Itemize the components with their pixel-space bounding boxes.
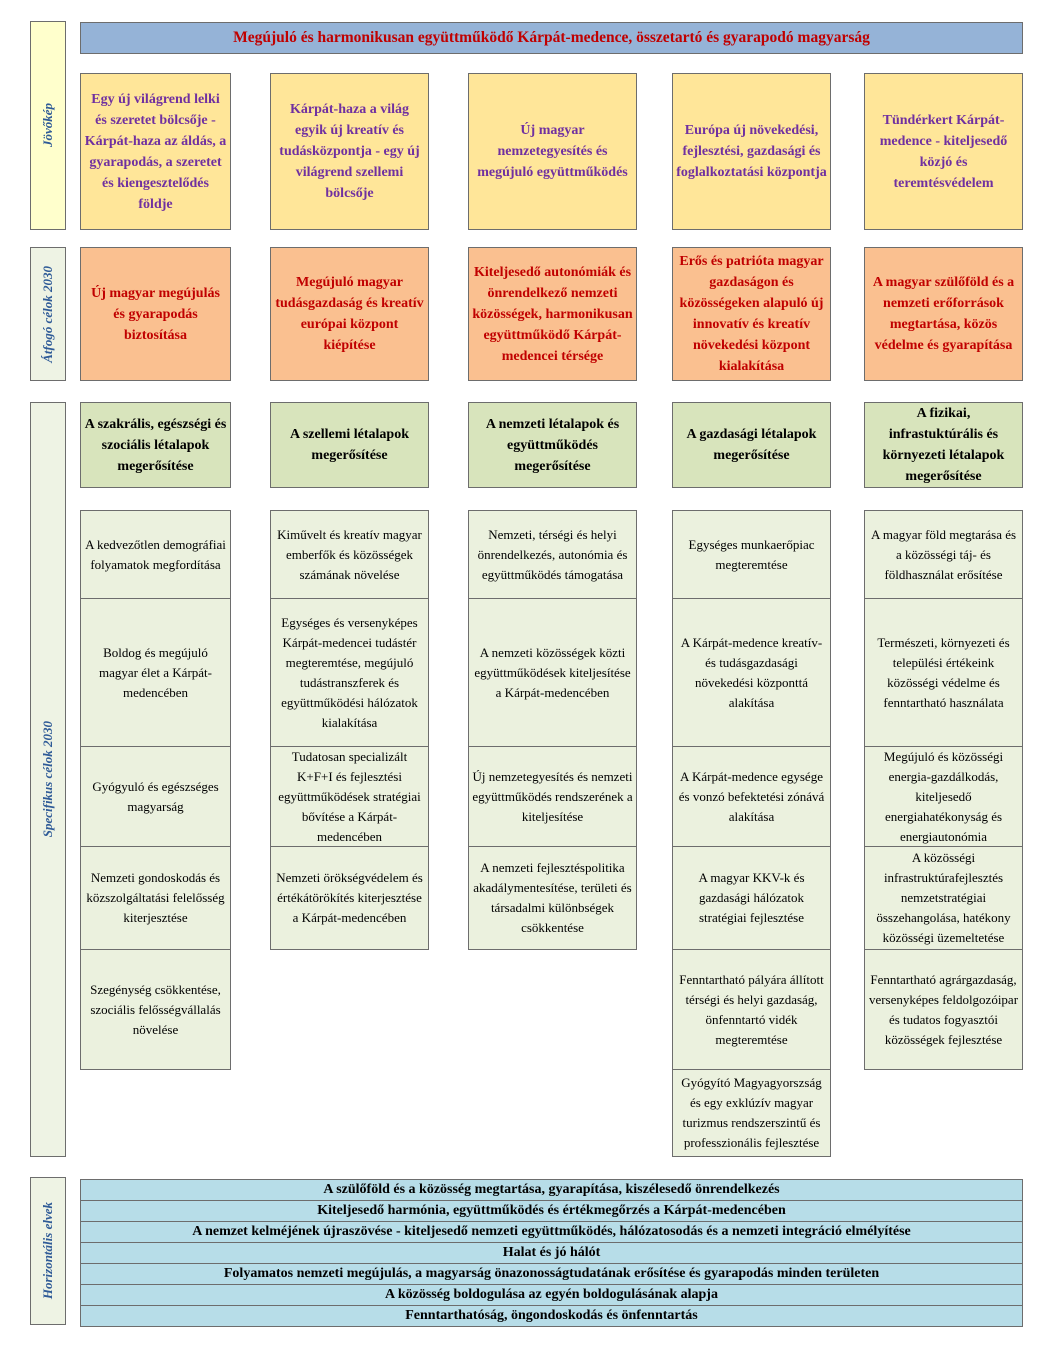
horizontal-principle-5: Folyamatos nemzeti megújulás, a magyarsá… <box>80 1263 1023 1285</box>
horizontal-principle-1: A szülőföld és a közösség megtartása, gy… <box>80 1179 1023 1201</box>
vision-box-4: Európa új növekedési, fejlesztési, gazda… <box>672 73 831 230</box>
pillar-box-5: A fizikai, infrastuktúrális és környezet… <box>864 402 1023 488</box>
overarching-goals-row-label: Átfogó célok 2030 <box>30 247 66 381</box>
horizontal-principle-4: Halat és jó hálót <box>80 1242 1023 1264</box>
horizontal-principle-2: Kiteljesedő harmónia, együttműködés és é… <box>80 1200 1023 1222</box>
specific-goal-2-1: Kiművelt és kreatív magyar emberfők és k… <box>270 510 429 599</box>
specific-goal-1-1: A kedvezőtlen demográfiai folyamatok meg… <box>80 510 231 599</box>
specific-goal-3-2: A nemzeti közösségek közti együttműködés… <box>468 598 637 747</box>
specific-goals-row-label: Specifikus célok 2030 <box>30 402 66 1157</box>
specific-goal-5-3: Megújuló és közösségi energia-gazdálkodá… <box>864 746 1023 847</box>
specific-goal-1-5: Szegénység csökkentése, szociális felőss… <box>80 949 231 1070</box>
specific-goal-4-5: Fenntartható pályára állított térségi és… <box>672 949 831 1070</box>
specific-goal-5-4: A közösségi infrastruktúrafejlesztés nem… <box>864 846 1023 950</box>
pillar-box-3: A nemzeti létalapok és együttműködés meg… <box>468 402 637 488</box>
horizontal-principle-7: Fenntarthatóság, öngondoskodás és önfenn… <box>80 1305 1023 1327</box>
specific-goal-5-1: A magyar föld megtarása és a közösségi t… <box>864 510 1023 599</box>
vision-box-2: Kárpát-haza a világ egyik új kreatív és … <box>270 73 429 230</box>
horizontal-principles-row-label: Horizontális elvek <box>30 1177 66 1325</box>
horizontal-principle-6: A közösség boldogulása az egyén boldogul… <box>80 1284 1023 1306</box>
goal-box-5: A magyar szülőföld és a nemzeti erőforrá… <box>864 247 1023 381</box>
specific-goal-4-2: A Kárpát-medence kreatív- és tudásgazdas… <box>672 598 831 747</box>
horizontal-principle-3: A nemzet kelméjének újraszövése - kitelj… <box>80 1221 1023 1243</box>
goal-box-4: Erős és patrióta magyar gazdaságon és kö… <box>672 247 831 381</box>
specific-goal-3-4: A nemzeti fejlesztéspolitika akadályment… <box>468 846 637 950</box>
goal-box-2: Megújuló magyar tudásgazdaság és kreatív… <box>270 247 429 381</box>
specific-goal-2-2: Egységes és versenyképes Kárpát-medencei… <box>270 598 429 747</box>
specific-goal-4-4: A magyar KKV-k és gazdasági hálózatok st… <box>672 846 831 950</box>
specific-goal-5-5: Fenntartható agrárgazdaság, versenyképes… <box>864 949 1023 1070</box>
pillar-box-4: A gazdasági létalapok megerősítése <box>672 402 831 488</box>
pillar-box-2: A szellemi létalapok megerősítése <box>270 402 429 488</box>
specific-goal-4-1: Egységes munkaerőpiac megteremtése <box>672 510 831 599</box>
specific-goal-1-2: Boldog és megújuló magyar élet a Kárpát-… <box>80 598 231 747</box>
goal-box-1: Új magyar megújulás és gyarapodás biztos… <box>80 247 231 381</box>
vision-box-3: Új magyar nemzetegyesítés és megújuló eg… <box>468 73 637 230</box>
specific-goal-3-3: Új nemzetegyesítés és nemzeti együttműkö… <box>468 746 637 847</box>
specific-goal-1-3: Gyógyuló és egészséges magyarság <box>80 746 231 847</box>
specific-goal-3-1: Nemzeti, térségi és helyi önrendelkezés,… <box>468 510 637 599</box>
vision-box-5: Tündérkert Kárpát-medence - kiteljesedő … <box>864 73 1023 230</box>
specific-goal-2-3: Tudatosan specializált K+F+I és fejleszt… <box>270 746 429 847</box>
specific-goal-5-2: Természeti, környezeti és települési ért… <box>864 598 1023 747</box>
vision-title: Megújuló és harmonikusan együttműködő Ká… <box>80 22 1023 54</box>
specific-goal-4-6: Gyógyító Magyagyorszság és egy exklúzív … <box>672 1069 831 1157</box>
vision-row-label: Jövőkép <box>30 21 66 230</box>
specific-goal-1-4: Nemzeti gondoskodás és közszolgáltatási … <box>80 846 231 950</box>
goal-box-3: Kiteljesedő autonómiák és önrendelkező n… <box>468 247 637 381</box>
specific-goal-2-4: Nemzeti örökségvédelem és értékátörökíté… <box>270 846 429 950</box>
vision-box-1: Egy új világrend lelki és szeretet bölcs… <box>80 73 231 230</box>
pillar-box-1: A szakrális, egészségi és szociális léta… <box>80 402 231 488</box>
specific-goal-4-3: A Kárpát-medence egysége és vonzó befekt… <box>672 746 831 847</box>
